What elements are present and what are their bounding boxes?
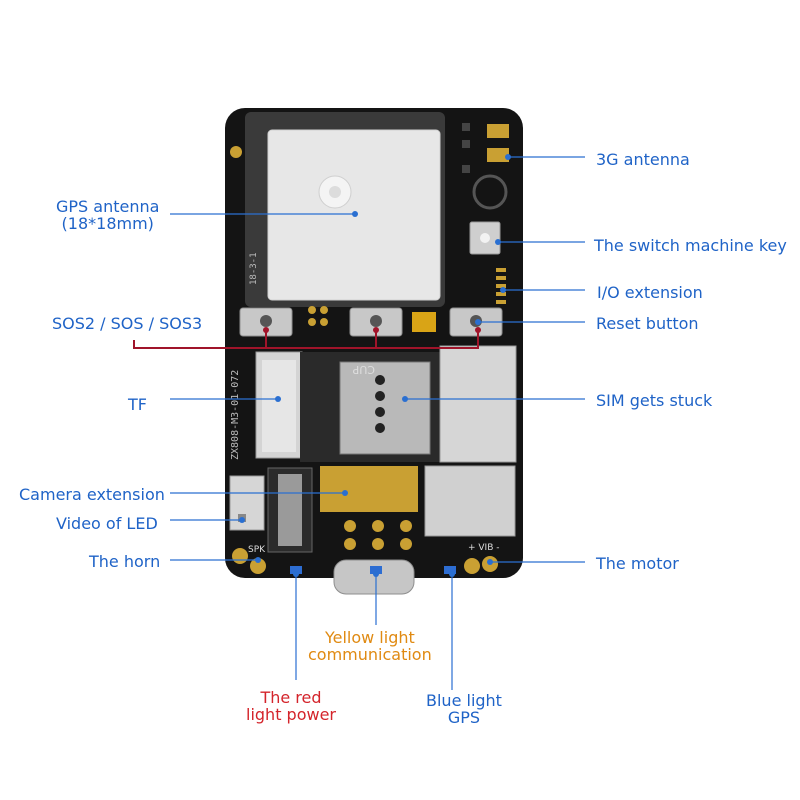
- board-side-text: ZX808-M3-01-072: [230, 370, 241, 460]
- leader-lines: [170, 156, 585, 690]
- usb-c-port: [333, 559, 415, 595]
- blue-led: [444, 566, 456, 574]
- label-sim: SIM gets stuck: [596, 391, 713, 410]
- switch-machine-key: [469, 221, 501, 255]
- label-blue-light: Blue light GPS: [426, 691, 502, 727]
- io-extension-pads: [496, 268, 506, 304]
- label-motor: The motor: [596, 554, 679, 573]
- label-red-light: The red light power: [246, 688, 336, 724]
- led-module: [229, 475, 265, 531]
- silk-version-text: 18-3-1: [249, 252, 259, 285]
- sos-buttons: [239, 307, 503, 337]
- sim-arrow-text: CUP: [352, 363, 375, 376]
- gold-dots-pad: [308, 306, 328, 326]
- spk-label: SPK: [248, 545, 266, 555]
- label-reset-button: Reset button: [596, 314, 699, 333]
- sim-card-slot: [300, 345, 517, 463]
- leader-dots: [239, 154, 511, 577]
- label-horn: The horn: [89, 552, 161, 571]
- label-sos: SOS2 / SOS / SOS3: [52, 314, 203, 333]
- label-3g-antenna: 3G antenna: [596, 150, 690, 169]
- shield-can: [424, 465, 516, 537]
- label-io-extension: I/O extension: [597, 283, 703, 302]
- mount-hole: [230, 146, 242, 158]
- yellow-led: [370, 566, 382, 574]
- label-video-led: Video of LED: [56, 514, 158, 533]
- vib-label: + VIB -: [468, 543, 500, 553]
- red-led: [290, 566, 302, 574]
- camera-connector: [267, 466, 418, 553]
- label-yellow-light: Yellow light communication: [308, 628, 432, 664]
- label-gps-antenna: GPS antenna (18*18mm): [56, 197, 160, 233]
- buzzer: [472, 174, 508, 210]
- label-tf: TF: [128, 395, 147, 414]
- sos-leader-dots: [263, 327, 481, 333]
- sos-leader: [133, 332, 479, 349]
- antenna-3g-connector: [462, 123, 509, 173]
- tf-card-slot: [255, 351, 303, 459]
- gps-antenna-module: [245, 112, 445, 307]
- label-camera-extension: Camera extension: [19, 485, 165, 504]
- reset-led: [412, 312, 436, 332]
- label-switch-key: The switch machine key: [594, 236, 787, 255]
- gold-pad-cluster: [344, 520, 412, 550]
